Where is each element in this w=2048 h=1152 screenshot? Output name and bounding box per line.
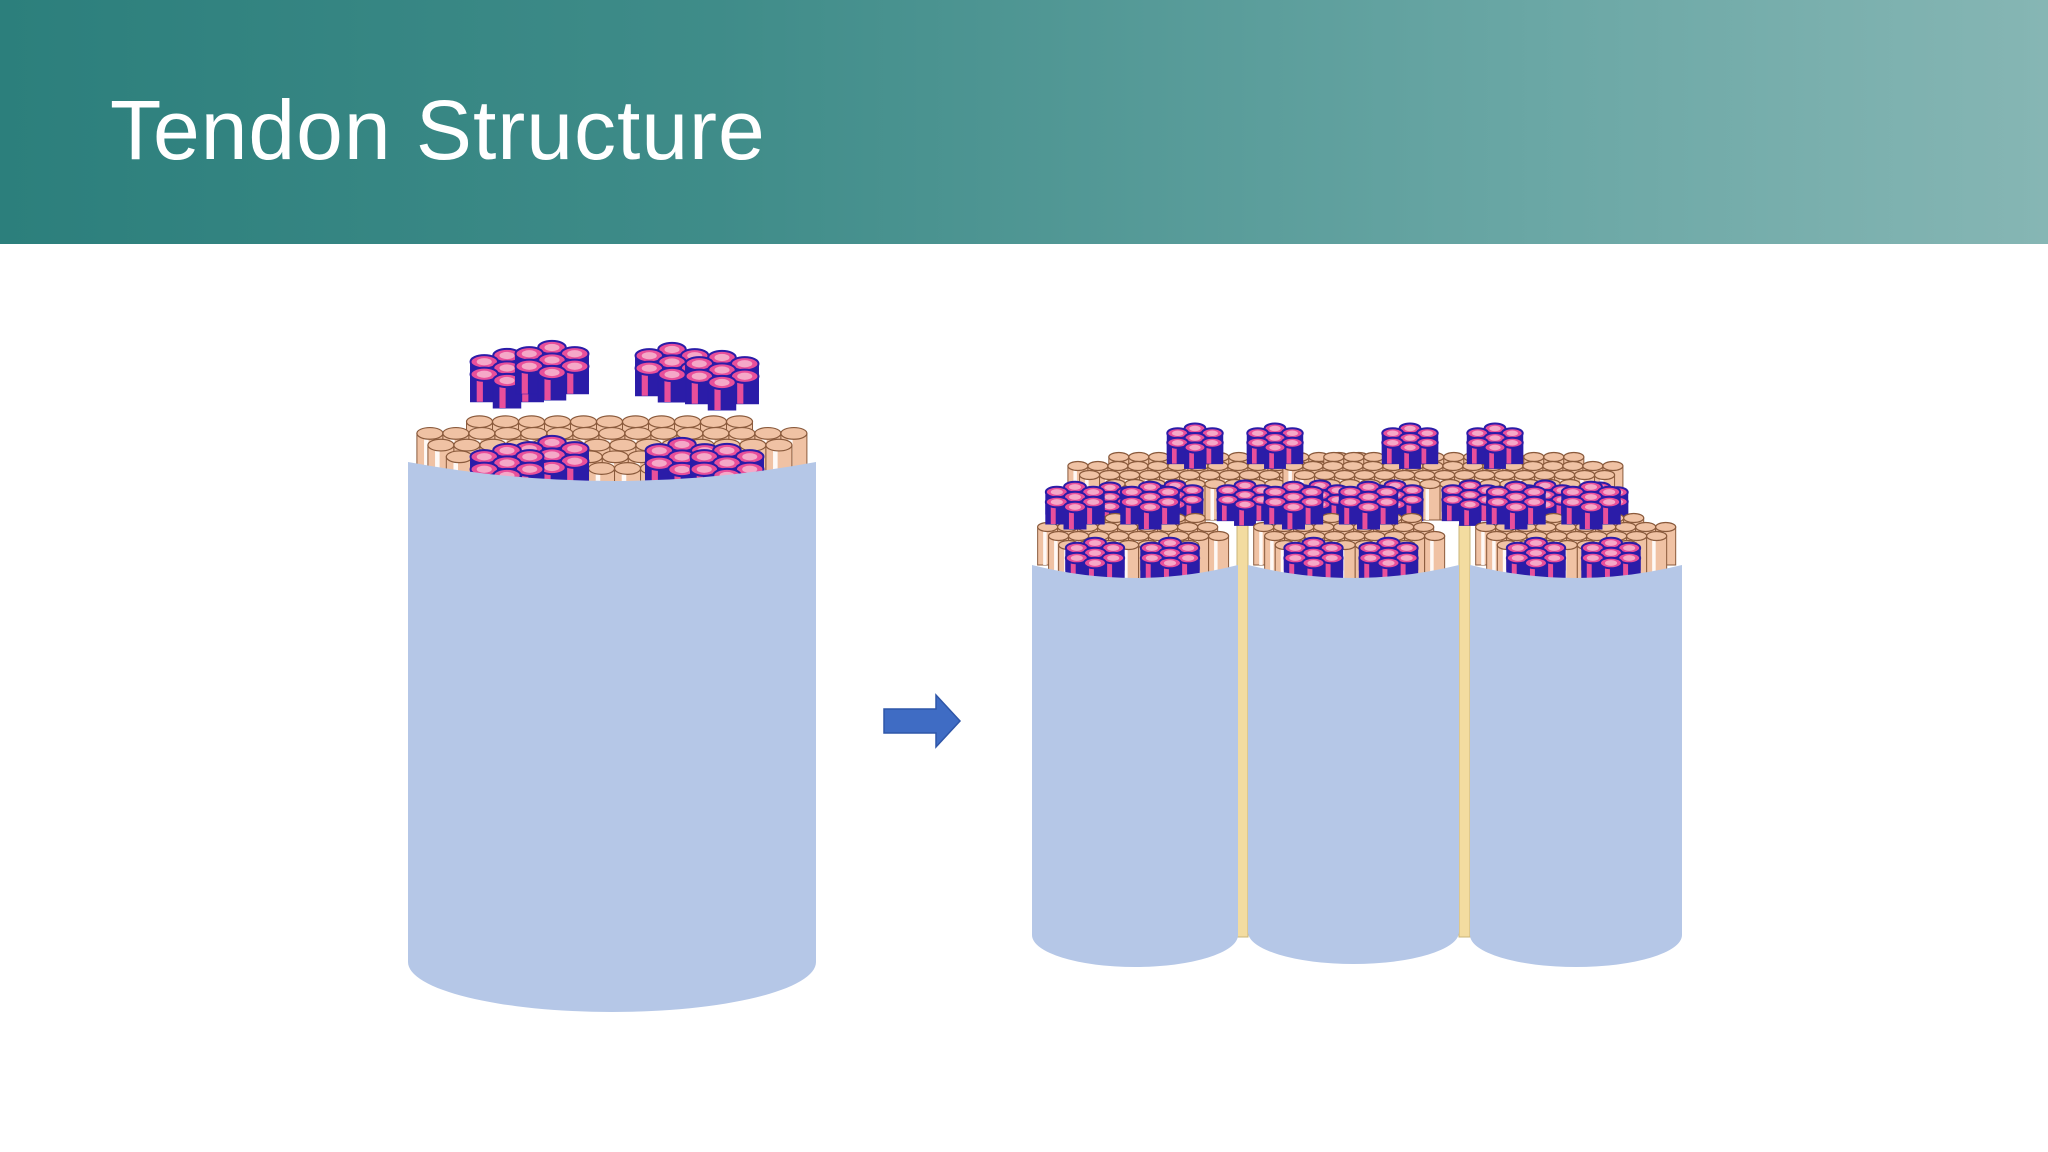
fibril-cluster: [1263, 480, 1324, 530]
fibril-cluster: [684, 349, 760, 411]
fibril-cluster: [1358, 536, 1419, 586]
septum: [1458, 524, 1471, 938]
fiber-rod: [1424, 530, 1446, 575]
fiber-rod: [1646, 530, 1668, 575]
fibril-cluster: [1466, 422, 1524, 469]
back-bundles: [1067, 422, 1629, 528]
fibril-cluster: [1064, 536, 1126, 586]
septum: [1236, 524, 1249, 938]
fibril-cluster: [1139, 536, 1201, 586]
right-arrow-icon: [883, 693, 962, 749]
fibril-cluster: [1381, 422, 1439, 469]
sheath-body: [1248, 565, 1459, 964]
single-bundle-cylinder: [408, 339, 816, 1012]
fibril-cluster: [1485, 480, 1547, 530]
sheath-body: [1032, 565, 1238, 967]
slide-title: Tendon Structure: [110, 83, 766, 177]
arrow-shape: [883, 693, 962, 749]
sheath-body: [1470, 565, 1682, 967]
fibril-cluster: [1119, 480, 1181, 530]
three-bundle-cylinders: [1032, 422, 1682, 967]
sheath-body: [408, 462, 816, 1012]
fibril-cluster: [1338, 480, 1399, 530]
fibril-cluster: [514, 339, 590, 401]
fibril-cluster: [1283, 536, 1344, 586]
fibril-cluster: [1044, 480, 1106, 530]
title-banner: Tendon Structure: [0, 0, 2048, 244]
fibril-cluster: [1441, 479, 1499, 526]
fibril-cluster: [1505, 536, 1567, 586]
fibril-cluster: [1246, 422, 1304, 469]
fiber-rod: [1207, 530, 1230, 575]
fibril-cluster: [1166, 422, 1224, 469]
fiber-rod: [1419, 478, 1441, 521]
fibril-cluster: [1560, 480, 1622, 530]
